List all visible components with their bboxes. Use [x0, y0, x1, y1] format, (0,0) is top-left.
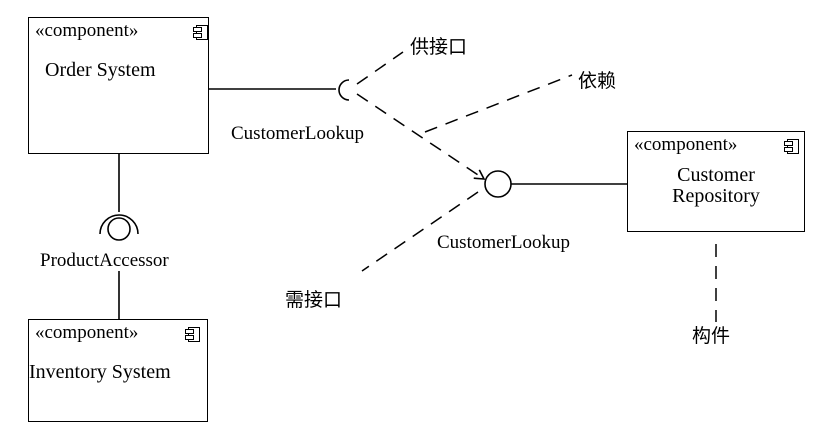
dependency-arrow — [356, 93, 486, 180]
required-interface-leader — [361, 191, 479, 272]
product-accessor-ball — [107, 217, 131, 241]
order-system-component[interactable]: «component» Order System — [28, 17, 209, 154]
order-system-name: Order System — [45, 59, 156, 81]
dependency-leader — [424, 74, 573, 133]
inventory-system-component-icon — [185, 327, 200, 342]
customer-repository-stereotype: «component» — [634, 134, 738, 155]
customer-repository-name-line1: Customer — [677, 164, 755, 186]
inventory-system-component[interactable]: «component» Inventory System — [28, 319, 208, 422]
required-customer-lookup-label: CustomerLookup — [437, 232, 570, 253]
dependency-annotation: 依赖 — [578, 70, 617, 92]
order-system-component-icon — [193, 25, 208, 40]
customer-repository-name-line2: Repository — [672, 185, 760, 207]
customer-lookup-ball — [484, 170, 512, 198]
customer-lookup-socket — [338, 79, 350, 101]
provided-interface-leader — [356, 51, 404, 85]
required-interface-annotation: 需接口 — [285, 289, 343, 311]
product-accessor-socket — [99, 214, 139, 235]
customer-repository-name: Customer Repository — [628, 165, 804, 207]
provided-customer-lookup-label: CustomerLookup — [231, 123, 364, 144]
product-accessor-label: ProductAccessor — [40, 250, 169, 271]
component-annotation: 构件 — [692, 325, 731, 347]
provided-interface-annotation: 供接口 — [410, 36, 468, 58]
inventory-system-stereotype: «component» — [35, 322, 139, 343]
inventory-system-name: Inventory System — [29, 361, 171, 383]
customer-repository-component-icon — [784, 139, 799, 154]
order-system-stereotype: «component» — [35, 20, 139, 41]
customer-repository-component[interactable]: «component» Customer Repository — [627, 131, 805, 232]
